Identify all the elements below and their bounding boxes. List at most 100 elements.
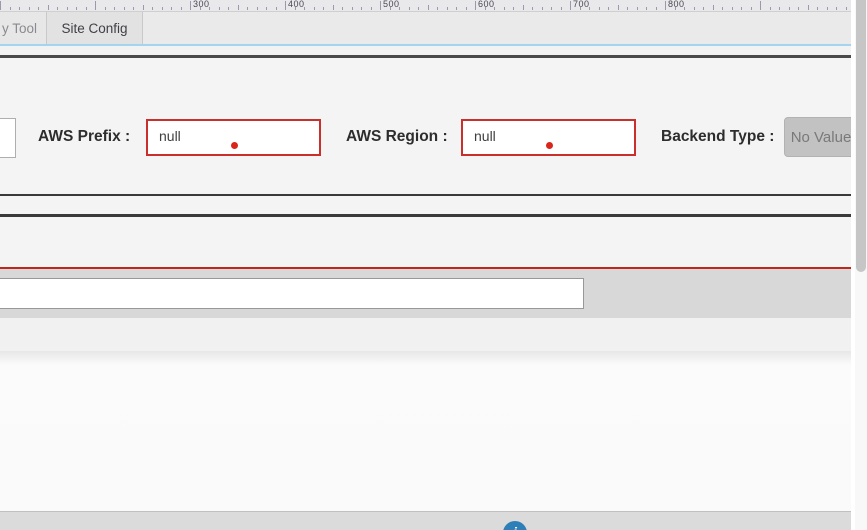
ruler-tick: [437, 7, 438, 10]
ruler-tick: [47, 5, 49, 10]
ruler-tick: [266, 7, 267, 10]
ruler-tick: [142, 5, 144, 10]
ruler-tick: [636, 7, 638, 10]
ruler-tick: [522, 5, 524, 10]
ruler-tick: [570, 1, 571, 10]
backend-type-label: Backend Type :: [661, 128, 775, 145]
ruler-tick: [399, 7, 400, 10]
ruler-unit-label: 800: [668, 0, 685, 9]
ruler-tick: [741, 7, 742, 10]
ruler-tick: [779, 7, 780, 10]
ruler-tick: [180, 7, 182, 10]
ruler-tick: [408, 7, 410, 10]
ruler-tick: [294, 7, 296, 10]
content-area: [0, 351, 851, 511]
ruler-tick: [218, 7, 220, 10]
ruler-tick: [703, 7, 704, 10]
ruler-tick: [57, 7, 58, 10]
ruler-tick: [104, 7, 106, 10]
ruler-tick: [836, 7, 837, 10]
aws-region-label: AWS Region :: [346, 128, 448, 145]
ruler-tick: [807, 5, 809, 10]
ruler-tick: [66, 7, 68, 10]
ruler-tick: [85, 7, 87, 10]
ruler-tick: [161, 7, 163, 10]
ruler-tick: [446, 7, 448, 10]
ruler-unit-label: 500: [383, 0, 400, 9]
tab-bar: y Tool Site Config: [0, 12, 851, 44]
ruler-tick: [427, 5, 429, 10]
ruler-tick: [380, 1, 381, 10]
ruler-tick: [693, 7, 695, 10]
empty-section: [0, 196, 851, 214]
ruler-tick: [342, 7, 343, 10]
left-cut-input[interactable]: [0, 118, 16, 158]
ruler-tick: [256, 7, 258, 10]
ruler-tick: [465, 7, 467, 10]
ruler-tick: [655, 7, 657, 10]
aws-prefix-label: AWS Prefix :: [38, 128, 131, 145]
tab-query-tool[interactable]: y Tool: [0, 12, 47, 44]
ruler-tick: [845, 7, 847, 10]
scrollbar-thumb[interactable]: [856, 0, 866, 272]
ruler-tick: [133, 7, 134, 10]
ruler-unit-label: 400: [288, 0, 305, 9]
aws-prefix-value: null: [159, 128, 181, 144]
ruler-tick: [76, 7, 77, 10]
ruler-tick: [199, 7, 201, 10]
validation-dot-icon: [230, 142, 238, 149]
ruler-tick: [494, 7, 495, 10]
ruler-tick: [247, 7, 248, 10]
ruler-tick: [712, 5, 714, 10]
wide-text-input[interactable]: [0, 278, 584, 309]
ruler-tick: [826, 7, 828, 10]
ruler-tick: [275, 7, 277, 10]
ruler-tick: [95, 1, 96, 10]
ruler-tick: [209, 7, 210, 10]
ruler-tick: [114, 7, 115, 10]
ruler-tick: [627, 7, 628, 10]
ruler-unit-label: 300: [193, 0, 210, 9]
ruler-unit-label: 600: [478, 0, 495, 9]
ruler-tick: [323, 7, 324, 10]
ruler-tick: [38, 7, 39, 10]
scrollbar-gap: [851, 0, 855, 530]
ruler-tick: [152, 7, 153, 10]
ruler-tick: [304, 7, 305, 10]
ruler-tick: [9, 7, 11, 10]
input-bar: [0, 269, 851, 318]
ruler-tick: [171, 7, 172, 10]
ruler-tick: [456, 7, 457, 10]
info-button[interactable]: i: [503, 521, 527, 530]
ruler-tick: [228, 7, 229, 10]
ruler-tick: [190, 1, 191, 10]
vertical-scrollbar[interactable]: [855, 0, 867, 530]
validation-dot-icon: [545, 142, 553, 149]
ruler-tick: [665, 1, 666, 10]
section-divider: [0, 214, 851, 217]
aws-region-input[interactable]: null: [461, 119, 636, 156]
config-form-panel: AWS Prefix : null AWS Region : null Back…: [0, 58, 851, 194]
ruler-tick: [313, 7, 315, 10]
section-divider-top: [0, 55, 851, 58]
ruler-tick: [389, 7, 391, 10]
ruler-tick: [750, 7, 752, 10]
ruler-tick: [608, 7, 609, 10]
toolbar-gap: [0, 46, 851, 55]
ruler-tick: [285, 1, 286, 10]
backend-type-button[interactable]: No Value: [784, 117, 851, 157]
ruler-tick: [551, 7, 552, 10]
ruler-tick: [484, 7, 486, 10]
horizontal-ruler: 300 400 500 600 700 800: [0, 0, 851, 12]
ruler-tick: [684, 7, 685, 10]
tab-site-config[interactable]: Site Config: [47, 12, 143, 44]
aws-prefix-input[interactable]: null: [146, 119, 321, 156]
ruler-tick: [361, 7, 362, 10]
ruler-tick: [769, 7, 771, 10]
ruler-tick: [646, 7, 647, 10]
tab-underline: [0, 44, 851, 46]
ruler-tick: [532, 7, 533, 10]
ruler-unit-label: 700: [573, 0, 590, 9]
ruler-tick: [731, 7, 733, 10]
